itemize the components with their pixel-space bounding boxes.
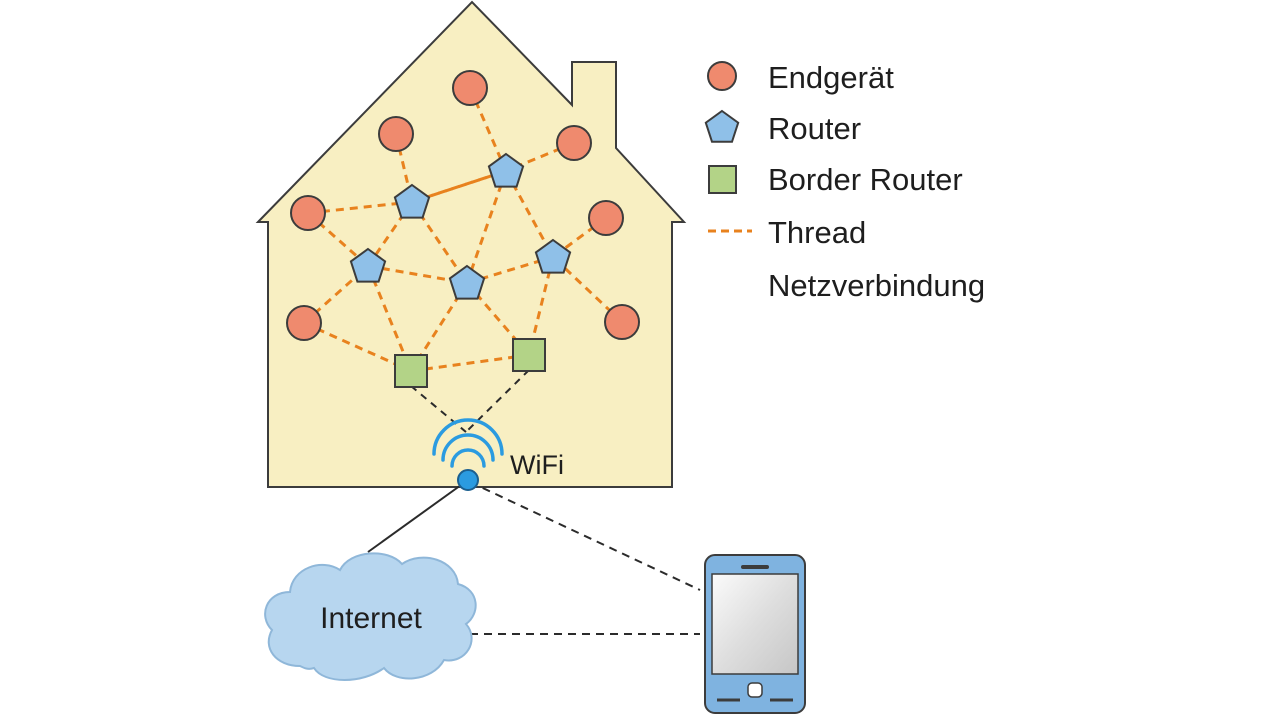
border-routers: [394, 338, 546, 388]
thread-link: [303, 321, 412, 373]
end-device-node: [286, 305, 322, 341]
internet-cloud: Internet: [264, 552, 477, 681]
end-device-node: [378, 116, 414, 152]
router-node: [487, 152, 525, 188]
border-router-node: [394, 354, 428, 388]
phone-button: [747, 682, 763, 698]
end-devices: [286, 70, 640, 341]
phone-screen: [711, 573, 799, 675]
legend-item-thread: Thread Netzverbindung: [708, 215, 985, 303]
thread-link: [465, 170, 508, 284]
network-links: [367, 479, 701, 635]
legend-item-end-device: Endgerät: [707, 60, 894, 95]
router-node: [349, 247, 387, 283]
internet-label: Internet: [320, 602, 422, 635]
thread-link: [366, 265, 413, 372]
phone-wifi-link: [469, 481, 701, 591]
wifi-node: [457, 469, 479, 491]
legend-label: Router: [768, 111, 861, 146]
legend-label: Netzverbindung: [768, 268, 985, 303]
end-device-node: [290, 195, 326, 231]
end-device-node: [604, 304, 640, 340]
square-icon: [708, 165, 737, 194]
circle-icon: [707, 61, 737, 91]
router-node: [393, 183, 431, 219]
wifi-icon: [432, 418, 504, 468]
wifi-link: [465, 369, 530, 433]
thread-link: [552, 216, 607, 259]
wifi-label: WiFi: [510, 450, 564, 480]
thread-link: [410, 353, 530, 373]
pentagon-icon: [704, 109, 740, 143]
legend-label: Border Router: [768, 162, 963, 197]
end-device-node: [556, 125, 592, 161]
wifi-links: [410, 369, 530, 433]
routers: [349, 152, 572, 300]
cloud-icon: [264, 552, 477, 681]
house-outline: [255, 0, 687, 488]
legend: Endgerät Router Border Router Thread Net…: [704, 60, 985, 303]
phone-speaker: [741, 565, 769, 569]
legend-item-border-router: Border Router: [708, 162, 963, 197]
smartphone-icon: [704, 554, 806, 714]
wifi-access-point: WiFi: [432, 418, 564, 491]
legend-label: Thread: [768, 215, 866, 250]
end-device-node: [452, 70, 488, 106]
thread-link: [367, 264, 468, 285]
legend-item-router: Router: [704, 109, 861, 146]
legend-label: Endgerät: [768, 60, 894, 95]
border-router-node: [512, 338, 546, 372]
internet-link: [367, 479, 469, 553]
router-node: [534, 238, 572, 274]
end-device-node: [588, 200, 624, 236]
router-node: [448, 264, 486, 300]
